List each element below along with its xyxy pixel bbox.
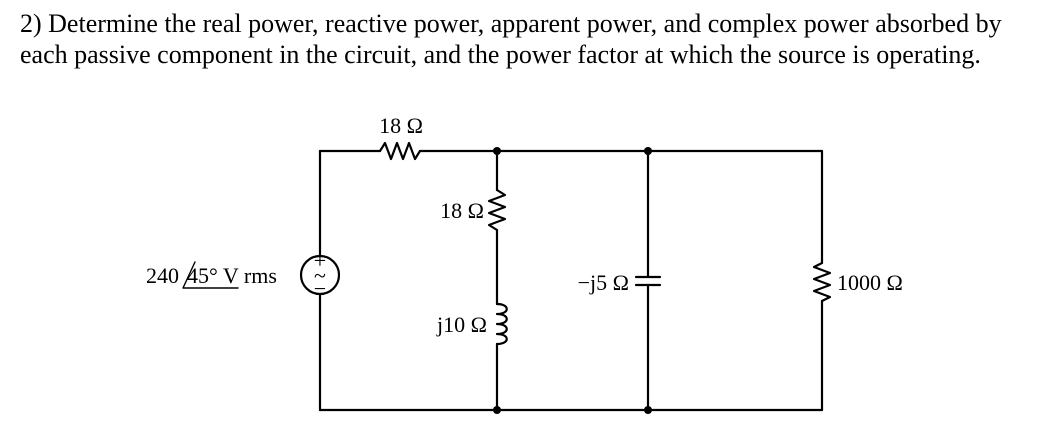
series-resistor-zigzag (378, 141, 422, 161)
source-magnitude-label: 240 (146, 263, 179, 288)
junction-dot-bottom-capacitor (644, 406, 652, 414)
source-angle-label: 45° V rms (187, 263, 277, 288)
source-minus-sign: − (314, 276, 326, 301)
source-plus-sign: + (314, 248, 326, 273)
series-resistor-label: 18 Ω (379, 113, 423, 138)
branch-resistor-label: 18 Ω (440, 198, 484, 223)
load-resistor-zigzag (812, 261, 832, 303)
problem-statement: 2) Determine the real power, reactive po… (20, 9, 1002, 69)
branch-inductor-label: j10 Ω (436, 312, 487, 337)
capacitor-label: −j5 Ω (578, 270, 629, 295)
source-ac-symbol: ~ (314, 263, 326, 288)
branch-resistor-zigzag (487, 188, 507, 232)
load-resistor-label: 1000 Ω (837, 270, 903, 295)
branch-inductor-coil (495, 302, 508, 346)
angle-symbol (182, 261, 239, 289)
junction-dot-top-middle (493, 147, 501, 155)
junction-dot-bottom-middle (493, 406, 501, 414)
junction-dot-top-capacitor (644, 147, 652, 155)
